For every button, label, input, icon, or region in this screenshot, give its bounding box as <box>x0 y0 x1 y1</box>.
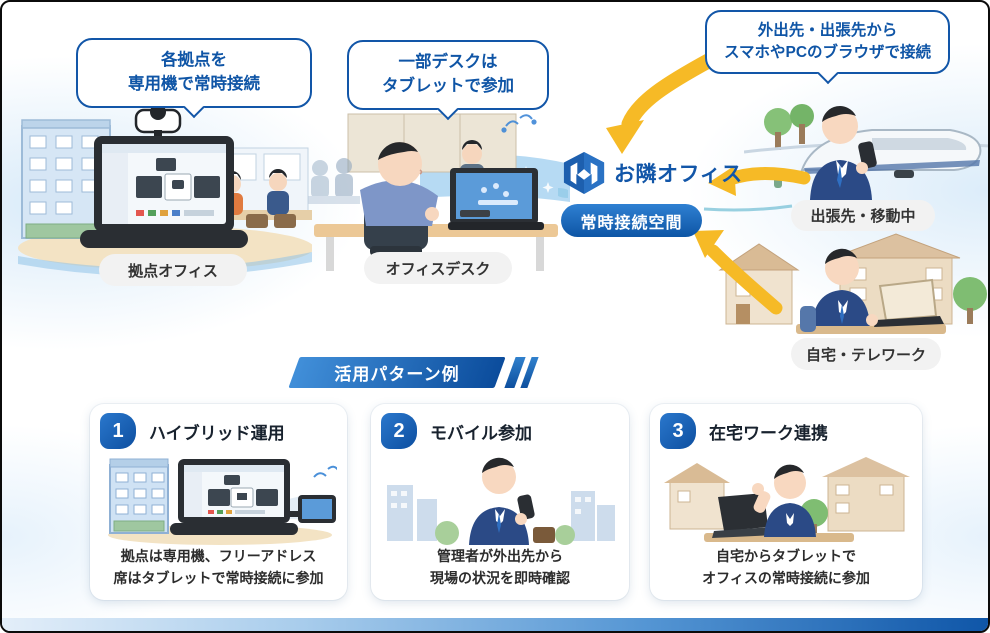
bubble-remote-browser: 外出先・出張先からスマホやPCのブラウザで接続 <box>705 10 950 85</box>
bubble-text: 一部デスクはタブレットで参加 <box>382 53 514 95</box>
card-number-badge: 1 <box>100 413 136 449</box>
card-hybrid-operation: 1 ハイブリッド運用 <box>90 404 347 600</box>
card-title: 在宅ワーク連携 <box>709 423 828 443</box>
mobile-join-illustration <box>387 457 615 545</box>
bubble-tablet-join: 一部デスクはタブレットで参加 <box>347 40 549 121</box>
card-title: ハイブリッド運用 <box>149 423 285 443</box>
office-desk-illustration <box>308 113 570 271</box>
business-trip-illustration <box>744 104 988 200</box>
label-home-telework: 自宅・テレワーク <box>791 338 941 370</box>
card-mobile-join: 2 モバイル参加 <box>371 404 629 600</box>
site-office-illustration <box>18 106 312 276</box>
banner-title: 活用パターン例 <box>334 365 460 384</box>
card-title: モバイル参加 <box>430 423 532 443</box>
home-work-illustration <box>664 457 910 542</box>
label-office-desk: オフィスデスク <box>364 252 512 284</box>
onari-office-logo-icon <box>563 151 605 195</box>
card-description: 拠点は専用機、フリーアドレス席はタブレットで常時接続に参加 <box>113 547 324 587</box>
bubble-text: 各拠点を専用機で常時接続 <box>128 51 260 93</box>
bottom-gradient-bar <box>2 618 988 631</box>
card-home-work: 3 在宅ワーク連携 <box>650 404 922 600</box>
card-number-badge: 2 <box>381 413 417 449</box>
usage-pattern-banner: 活用パターン例 <box>288 357 506 388</box>
card-number-badge: 3 <box>660 413 696 449</box>
bubble-site-connection: 各拠点を専用機で常時接続 <box>76 38 312 119</box>
card-description: 管理者が外出先から現場の状況を即時確認 <box>430 547 570 587</box>
bubble-text: 外出先・出張先からスマホやPCのブラウザで接続 <box>723 21 932 61</box>
bubble-tail <box>816 62 839 85</box>
hybrid-operation-illustration <box>108 458 339 545</box>
card-description: 自宅からタブレットでオフィスの常時接続に参加 <box>702 547 870 587</box>
always-connected-badge: 常時接続空間 <box>561 204 702 237</box>
label-business-trip: 出張先・移動中 <box>791 200 935 231</box>
hub-block: お隣オフィス 常時接続空間 <box>561 151 743 237</box>
home-telework-illustration <box>718 233 987 334</box>
hub-brand-title: お隣オフィス <box>614 163 743 186</box>
label-site-office: 拠点オフィス <box>99 254 247 286</box>
